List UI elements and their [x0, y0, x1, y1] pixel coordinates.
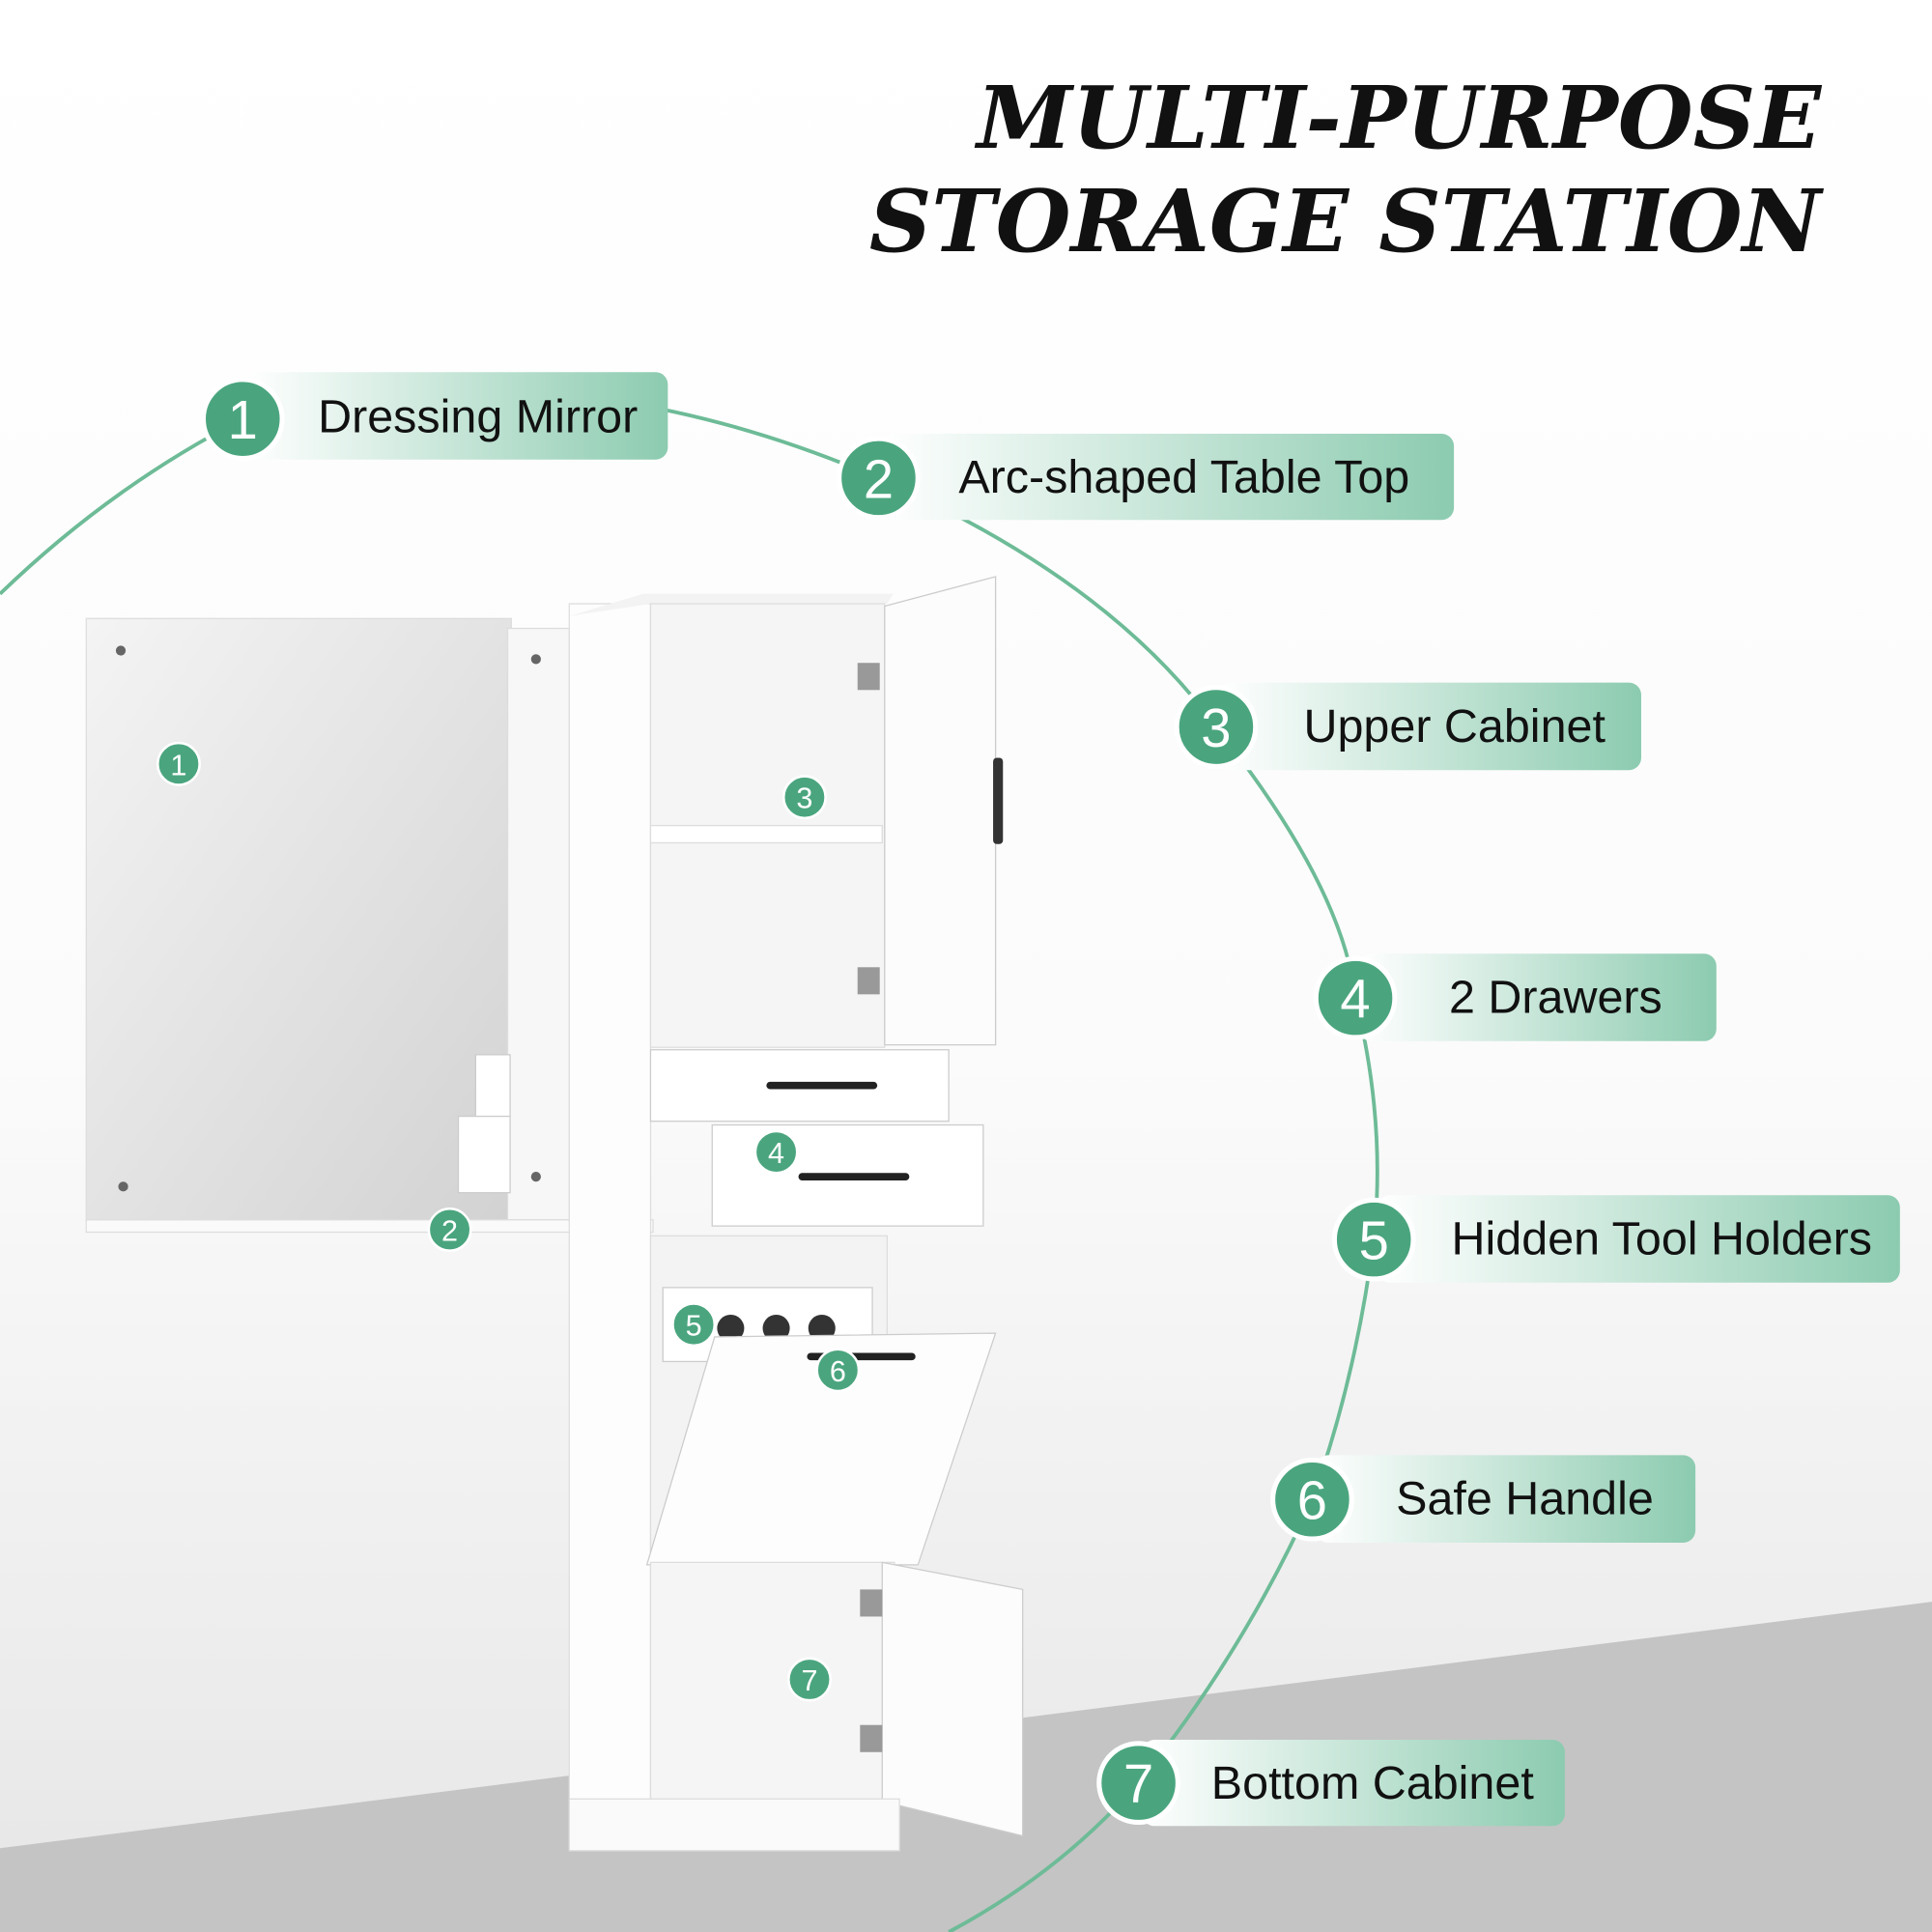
bottom-cabinet [649, 1561, 895, 1800]
svg-text:5: 5 [686, 1310, 702, 1343]
badge-2 [837, 436, 921, 521]
table-top [85, 1219, 654, 1234]
marker-2: 2 [427, 1208, 472, 1252]
svg-text:7: 7 [801, 1664, 817, 1697]
feature-label-text: Safe Handle [1396, 1473, 1654, 1525]
marker-5: 5 [671, 1302, 717, 1348]
badge-7 [1096, 1741, 1180, 1826]
feature-label-5: 5 Hidden Tool Holders [1331, 1195, 1900, 1283]
marker-7: 7 [787, 1657, 832, 1702]
marker-6: 6 [815, 1348, 861, 1393]
feature-label-text: Bottom Cabinet [1211, 1757, 1535, 1809]
marker-3: 3 [781, 775, 827, 820]
feature-label-text: Dressing Mirror [318, 391, 638, 443]
feature-label-text: Hidden Tool Holders [1452, 1212, 1872, 1264]
feature-label-3: 3 Upper Cabinet [1174, 682, 1641, 771]
badge-3 [1174, 685, 1259, 769]
marker-4: 4 [753, 1129, 799, 1175]
feature-label-2: 2 Arc-shaped Table Top [837, 433, 1455, 521]
badge-6 [1270, 1457, 1354, 1542]
svg-text:6: 6 [1297, 1470, 1327, 1531]
mirror-panel [85, 617, 512, 1223]
svg-text:1: 1 [170, 749, 186, 781]
svg-text:4: 4 [1340, 969, 1370, 1030]
mirror-frame [506, 627, 570, 1221]
badge-1 [200, 377, 285, 462]
storage-station-illustration [85, 576, 1024, 1852]
feature-label-6: 6 Safe Handle [1270, 1455, 1696, 1543]
feature-label-1: 1 Dressing Mirror [200, 372, 668, 462]
badge-4 [1313, 955, 1398, 1040]
svg-text:3: 3 [1201, 697, 1231, 758]
svg-text:4: 4 [768, 1137, 784, 1170]
svg-text:3: 3 [796, 782, 812, 815]
svg-text:1: 1 [228, 389, 258, 450]
svg-text:7: 7 [1123, 1753, 1153, 1814]
svg-text:2: 2 [864, 448, 894, 509]
marker-1: 1 [156, 741, 201, 786]
cabinet-side [568, 603, 652, 1849]
svg-text:6: 6 [830, 1355, 846, 1388]
feature-label-4: 4 2 Drawers [1313, 953, 1717, 1041]
badge-5 [1331, 1197, 1416, 1282]
title-line-2: STORAGE STATION [869, 171, 1825, 272]
product-markers: 1 2 3 4 5 6 7 [156, 741, 861, 1702]
svg-text:2: 2 [441, 1214, 458, 1247]
title-line-1: MULTI-PURPOSE [974, 68, 1823, 169]
tilt-out-bin [645, 1332, 997, 1566]
bottom-door [881, 1561, 1024, 1837]
upper-door [884, 576, 997, 1046]
feature-label-text: Upper Cabinet [1303, 700, 1605, 753]
feature-label-text: Arc-shaped Table Top [958, 451, 1409, 503]
svg-text:5: 5 [1359, 1210, 1389, 1271]
feature-label-text: 2 Drawers [1449, 971, 1662, 1023]
feature-label-7: 7 Bottom Cabinet [1096, 1740, 1565, 1827]
